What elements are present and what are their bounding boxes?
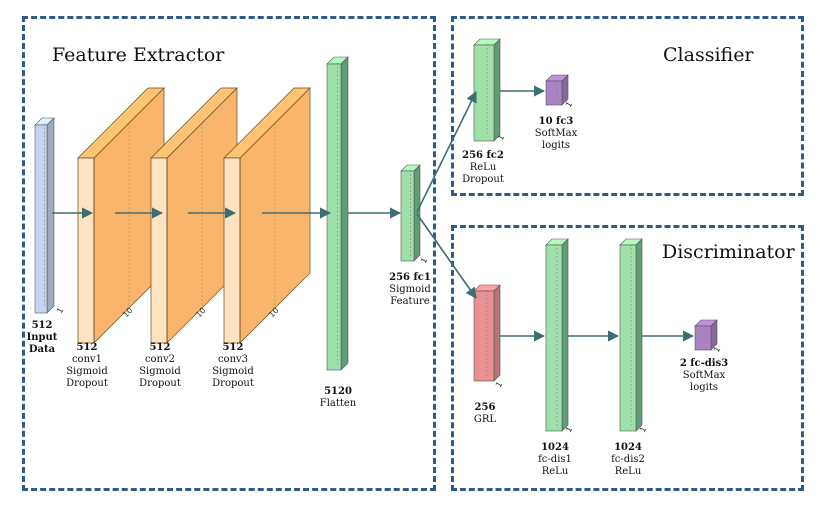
fc-dis3-label: 2 fc-dis3 SoftMax logits <box>679 358 729 393</box>
fc2-label: 256 fc2 ReLu Dropout <box>462 150 504 185</box>
arrow-fc1-grl <box>416 213 477 299</box>
fc-dis3-depth-label: 1 <box>712 345 722 354</box>
fc-dis1-layer <box>545 238 569 432</box>
grl-depth-label: 1 <box>494 380 504 389</box>
fc1-layer <box>400 164 421 262</box>
fc1-label: 256 fc1 Sigmoid Feature <box>389 272 431 307</box>
fc-dis2-label: 1024 fc-dis2 ReLu <box>611 442 645 477</box>
conv3-layer <box>223 87 311 344</box>
grl-layer <box>473 284 501 382</box>
fc-dis2-layer <box>619 238 643 432</box>
fc-dis1-label: 1024 fc-dis1 ReLu <box>538 442 572 477</box>
conv2-layer <box>150 87 238 344</box>
fc2-layer <box>473 38 501 142</box>
input-depth-label: 1 <box>55 306 65 315</box>
conv1-label: 512 conv1 Sigmoid Dropout <box>66 342 108 389</box>
fc-dis2-depth-label: 1 <box>638 425 648 434</box>
flatten-layer <box>326 56 349 371</box>
fc-dis3-layer <box>694 319 718 351</box>
discriminator-region <box>451 225 804 491</box>
fc-dis1-depth-label: 1 <box>564 425 574 434</box>
classifier-title: Classifier <box>663 44 754 66</box>
fc1-depth-label: 1 <box>419 256 429 265</box>
fc2-depth-label: 1 <box>496 133 506 142</box>
fc3-depth-label: 1 <box>564 100 574 109</box>
arrow-fc1-fc2 <box>416 90 477 213</box>
input-layer <box>34 117 55 314</box>
conv3-label: 512 conv3 Sigmoid Dropout <box>212 342 254 389</box>
classifier-region <box>451 16 804 196</box>
grl-label: 256 GRL <box>473 402 497 425</box>
conv2-label: 512 conv2 Sigmoid Dropout <box>139 342 181 389</box>
input-layer-label: 512 Input Data <box>26 320 58 355</box>
flatten-label: 5120 Flatten <box>319 386 357 409</box>
conv1-layer <box>77 87 165 344</box>
feature-extractor-title: Feature Extractor <box>52 44 225 66</box>
discriminator-title: Discriminator <box>662 241 795 263</box>
fc3-label: 10 fc3 SoftMax logits <box>534 116 578 151</box>
feature-extractor-region <box>22 16 436 491</box>
fc3-layer <box>545 74 569 106</box>
